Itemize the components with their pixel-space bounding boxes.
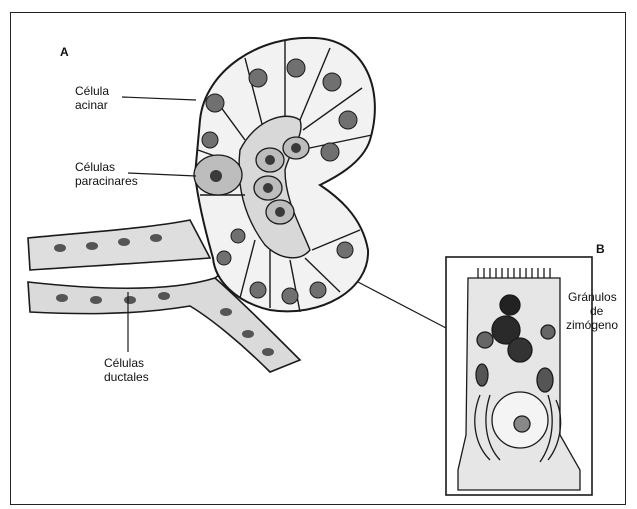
acinar-label-line1: Célula xyxy=(75,84,109,98)
granules-label-line3: zimógeno xyxy=(566,318,618,332)
ductal-label-line2: ductales xyxy=(104,370,149,384)
granules-label-line2: de xyxy=(590,304,603,318)
panel-label-b: B xyxy=(596,242,605,256)
acinar-label-line2: acinar xyxy=(75,98,108,112)
ductal-label-line1: Células xyxy=(104,356,144,370)
upper-duct xyxy=(28,220,210,270)
granules-label-line1: Gránulos xyxy=(568,290,617,304)
paracinar-label-line2: paracinares xyxy=(75,174,138,188)
paracinar-label-line1: Células xyxy=(75,160,115,174)
panel-label-a: A xyxy=(60,45,69,59)
